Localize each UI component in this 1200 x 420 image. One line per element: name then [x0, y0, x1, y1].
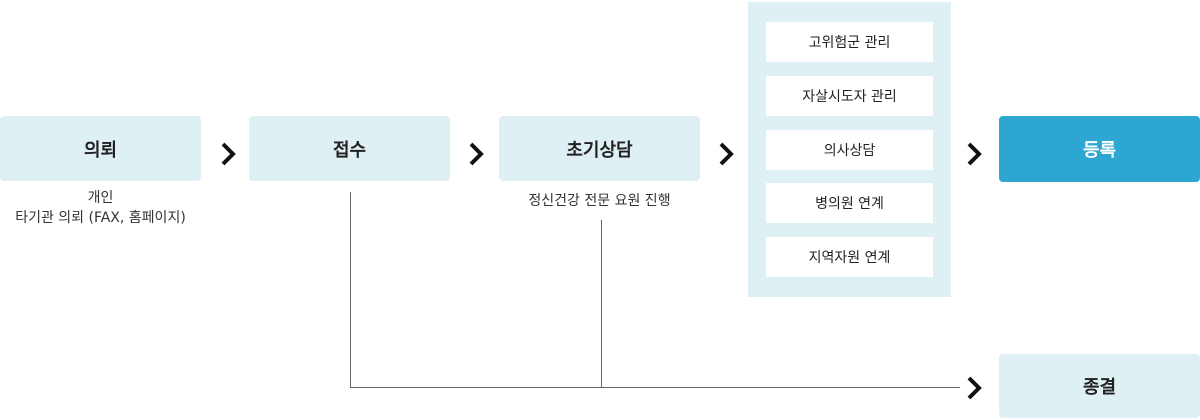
connector-line-horizontal: [350, 387, 960, 388]
chevron-right-icon: [716, 141, 736, 167]
step-referral-note: 개인 타기관 의뢰 (FAX, 홈페이지): [0, 188, 201, 228]
chevron-right-icon: [964, 141, 984, 167]
step-initial-consult: 초기상담: [499, 116, 700, 181]
step-end-label: 종결: [1082, 377, 1117, 398]
chevron-right-icon: [218, 141, 238, 167]
service-item: 지역자원 연계: [766, 237, 933, 277]
connector-line-intake: [350, 192, 351, 388]
step-referral-label: 의뢰: [83, 139, 118, 161]
step-initial-consult-note: 정신건강 전문 요원 진행: [528, 193, 671, 209]
step-initial-consult-label: 초기상담: [566, 139, 633, 161]
step-intake: 접수: [249, 116, 450, 181]
service-item: 병의원 연계: [766, 183, 933, 223]
services-panel: 고위험군 관리 자살시도자 관리 의사상담 병의원 연계 지역자원 연계: [748, 2, 951, 297]
service-item: 의사상담: [766, 130, 933, 170]
step-register-label: 등록: [1082, 140, 1117, 161]
service-item: 자살시도자 관리: [766, 76, 933, 116]
chevron-right-icon: [466, 141, 486, 167]
step-referral: 의뢰: [0, 116, 201, 181]
step-intake-label: 접수: [332, 139, 367, 161]
chevron-right-icon: [964, 375, 984, 401]
step-referral-note-1: 개인: [87, 190, 114, 206]
connector-line-initial: [601, 220, 602, 388]
step-register: 등록: [999, 116, 1200, 182]
service-item: 고위험군 관리: [766, 22, 933, 62]
step-end: 종결: [999, 354, 1200, 418]
step-referral-note-2: 타기관 의뢰 (FAX, 홈페이지): [15, 210, 186, 226]
